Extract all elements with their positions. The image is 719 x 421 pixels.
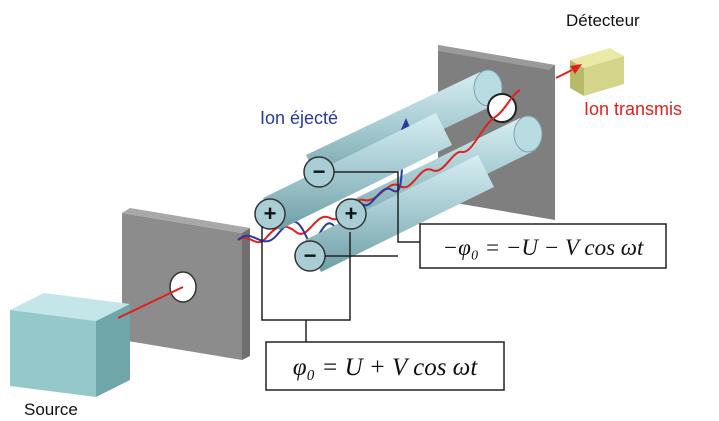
rod-bottom-cap: − bbox=[294, 240, 326, 272]
ion-transmitted-label: Ion transmis bbox=[584, 99, 682, 119]
source-box bbox=[10, 293, 130, 397]
transmitted-ion-arrowhead bbox=[570, 64, 582, 74]
rod-top-sign: − bbox=[313, 159, 326, 184]
negative-pair-equation-box: −φ₀ = −U − V cos ωt bbox=[419, 223, 667, 269]
negative-pair-equation: −φ₀ = −U − V cos ωt bbox=[443, 235, 644, 260]
positive-pair-wiring bbox=[261, 226, 351, 342]
detector-label: Détecteur bbox=[566, 11, 640, 30]
incoming-beam bbox=[117, 286, 184, 319]
rod-bottom-sign: − bbox=[304, 243, 317, 268]
rod-top-cap: − bbox=[303, 156, 335, 188]
transmitted-ion-arrow-shaft bbox=[555, 69, 573, 79]
detector-box bbox=[570, 48, 624, 96]
rod-right-sign: + bbox=[345, 201, 358, 226]
rod-left-sign: + bbox=[264, 201, 277, 226]
negative-pair-wiring bbox=[325, 171, 420, 257]
positive-pair-equation-box: φ₀ = U + V cos ωt bbox=[265, 341, 505, 391]
source-label: Source bbox=[24, 400, 78, 419]
rod-right-cap: + bbox=[335, 198, 367, 230]
ion-ejected-label: Ion éjecté bbox=[260, 108, 338, 128]
positive-pair-equation: φ₀ = U + V cos ωt bbox=[293, 354, 479, 381]
rod-left-cap: + bbox=[254, 198, 286, 230]
rod-bottom bbox=[305, 155, 494, 272]
